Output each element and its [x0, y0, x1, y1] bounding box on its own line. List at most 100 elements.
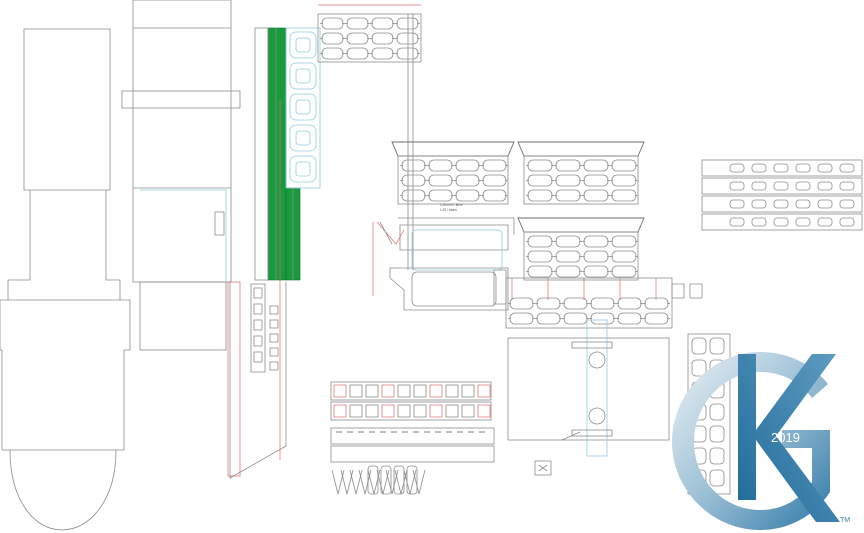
seat-cell [401, 174, 426, 187]
panel-cell [365, 384, 379, 398]
strip-square [253, 335, 263, 347]
seat-cell [346, 32, 369, 45]
vertical-seat-cell [709, 403, 725, 421]
seat-cell [611, 174, 637, 187]
seat-cell [644, 297, 669, 310]
scale-note-2: 1:20 / beam [440, 208, 457, 212]
seat-cell [583, 250, 609, 263]
rail-window [839, 199, 855, 209]
hull-outline-part [0, 28, 131, 531]
seat-cell [321, 47, 344, 60]
panel-cell [445, 384, 459, 398]
zigzag-piece [385, 469, 399, 495]
panel-cell [477, 384, 491, 398]
panel-cell [397, 384, 411, 398]
strip-square [269, 319, 279, 329]
strip-square [253, 319, 263, 331]
seat-cell [555, 250, 581, 263]
strip-square [269, 333, 279, 343]
rail-window [751, 181, 767, 191]
seat-cell [611, 235, 637, 248]
panel-cell [349, 404, 363, 418]
rail-window [795, 163, 811, 173]
rail-window [795, 181, 811, 191]
long-seat-row [505, 277, 703, 329]
seat-cell [583, 235, 609, 248]
rail-window [729, 181, 745, 191]
seat-cell [611, 159, 637, 172]
seat-cell [555, 265, 581, 278]
seat-cell [583, 189, 609, 202]
seat-cell [371, 17, 394, 30]
teal-pane [289, 155, 317, 183]
seat-cell [583, 159, 609, 172]
seat-cell [455, 189, 480, 202]
seat-cell [527, 159, 553, 172]
panel-cell [413, 404, 427, 418]
seat-cell [482, 189, 507, 202]
seat-cell [371, 47, 394, 60]
center-seat-blocks: 1:20mm x .8mm 1:20 / beam [391, 141, 645, 281]
bottom-small-parts [330, 381, 552, 495]
top-seat-grid [317, 4, 422, 270]
trademark-mark: TM [840, 517, 850, 524]
strip-square [253, 351, 263, 363]
scale-note-1: 1:20mm x .8mm [440, 203, 463, 207]
zigzag-piece [358, 469, 372, 495]
rail-window [773, 181, 789, 191]
seat-cell [590, 297, 615, 310]
teal-pane [289, 62, 317, 90]
small-tab [380, 465, 392, 495]
seat-cell [428, 159, 453, 172]
rail-window [729, 199, 745, 209]
seat-cell [371, 32, 394, 45]
teal-pane-inner [295, 161, 311, 177]
seat-cell [482, 159, 507, 172]
seat-cell [555, 189, 581, 202]
strip-square [269, 361, 279, 371]
seat-cell [346, 17, 369, 30]
strip-square [269, 305, 279, 315]
seat-cell [555, 235, 581, 248]
panel-cell [461, 404, 475, 418]
seat-cell [527, 174, 553, 187]
seat-cell [321, 32, 344, 45]
rail-window [751, 217, 767, 227]
rail-window [839, 181, 855, 191]
rail-window [751, 199, 767, 209]
seat-cell [563, 312, 588, 325]
seat-cell [401, 159, 426, 172]
seat-cell [590, 312, 615, 325]
seat-cell [396, 47, 419, 60]
seat-cell [396, 17, 419, 30]
seat-cell [401, 189, 426, 202]
teal-pane-inner [295, 37, 311, 53]
zigzag-piece [340, 469, 354, 495]
seat-cell [536, 297, 561, 310]
panel-cell [413, 384, 427, 398]
mid-frame-parts [372, 217, 515, 311]
small-tab [393, 465, 405, 495]
seat-cell [509, 297, 534, 310]
teal-pane-inner [295, 68, 311, 84]
panel-cell [445, 404, 459, 418]
rail-window [817, 181, 833, 191]
seat-cell [321, 17, 344, 30]
rail-window [817, 217, 833, 227]
rail-window [795, 199, 811, 209]
seat-cell [396, 32, 419, 45]
seat-cell [563, 297, 588, 310]
panel-cell [333, 404, 347, 418]
seat-cell [611, 265, 637, 278]
seat-cell [611, 189, 637, 202]
seat-cell [527, 189, 553, 202]
base-plate-part [507, 319, 670, 457]
small-tab [367, 465, 379, 495]
teal-pane [289, 31, 317, 59]
panel-cell [429, 404, 443, 418]
seat-cell [555, 159, 581, 172]
side-rail-parts [701, 159, 863, 231]
seat-cell [644, 312, 669, 325]
vertical-seat-cell [709, 425, 725, 443]
long-strip-parts [227, 100, 287, 479]
